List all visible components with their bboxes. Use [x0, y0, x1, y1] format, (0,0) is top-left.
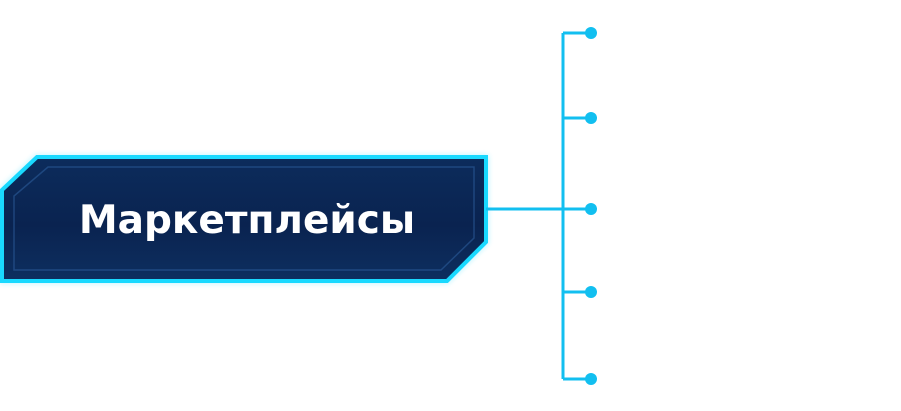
central-node-shape: [0, 155, 488, 283]
central-node-label: Маркетплейсы: [79, 198, 415, 243]
branch-dot: [585, 286, 597, 298]
branch-dot: [585, 203, 597, 215]
branch-dot: [585, 112, 597, 124]
branches: [563, 27, 597, 385]
branch-dot: [585, 27, 597, 39]
branch-item: [563, 112, 597, 124]
central-node-inner-edge: [13, 166, 475, 271]
branch-item: [563, 27, 597, 39]
branch-item: [563, 286, 597, 298]
branch-item: [563, 203, 597, 215]
branch-dot: [585, 373, 597, 385]
connectors: [486, 33, 565, 379]
central-node: Маркетплейсы: [0, 155, 488, 283]
branch-item: [563, 373, 597, 385]
